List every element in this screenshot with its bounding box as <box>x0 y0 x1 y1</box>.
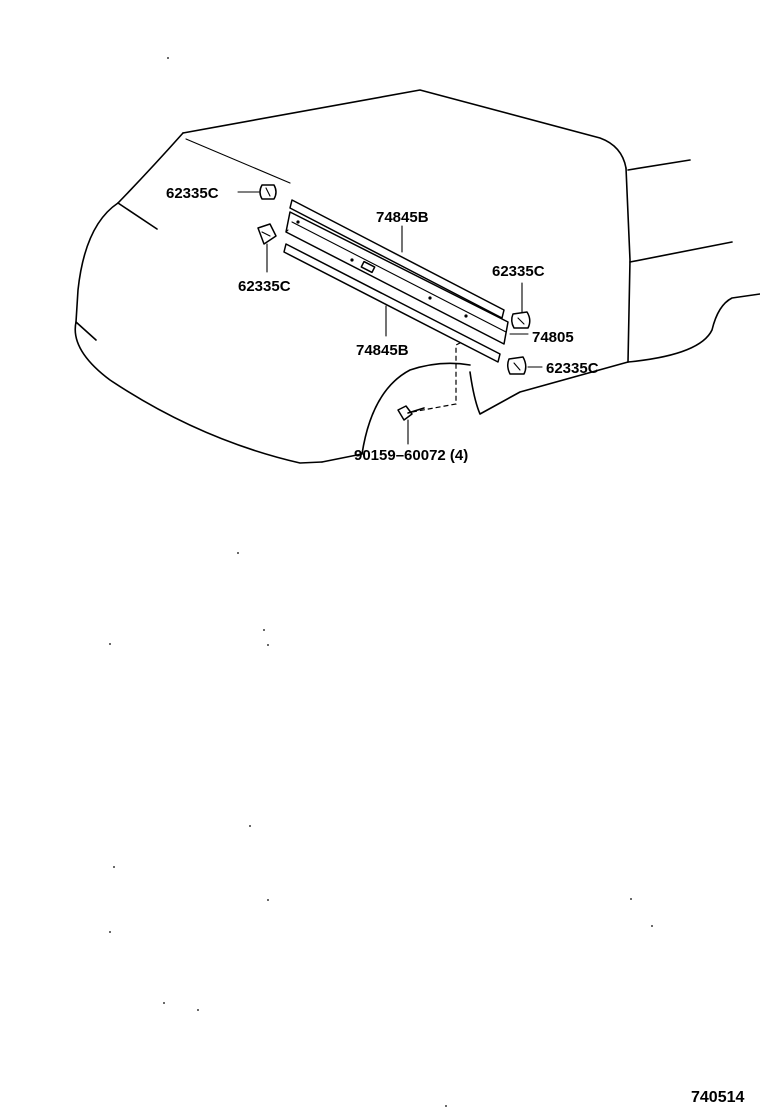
moulding-lower-part <box>283 243 501 363</box>
clip-right-top-part <box>510 311 531 329</box>
clip-top-left-part <box>259 184 277 200</box>
screw-leader-dashed <box>411 337 471 413</box>
label-moulding-lower: 74845B <box>356 342 409 359</box>
vehicle-body-outline <box>74 89 760 464</box>
label-moulding-upper: 74845B <box>376 209 429 226</box>
screw-part <box>397 405 425 421</box>
label-clip-right-bottom: 62335C <box>546 360 599 377</box>
label-screw: 90159–60072 (4) <box>354 447 468 464</box>
moulding-assembly-part <box>285 211 509 345</box>
scan-specks <box>109 57 653 1107</box>
clip-right-bottom-part <box>506 356 527 375</box>
label-clip-top-left: 62335C <box>166 185 219 202</box>
moulding-upper-part <box>289 199 505 319</box>
leader-lines <box>237 191 543 445</box>
label-clip-left: 62335C <box>238 278 291 295</box>
clip-left-part <box>257 223 277 245</box>
label-clip-right-top: 62335C <box>492 263 545 280</box>
label-moulding-assy: 74805 <box>532 329 574 346</box>
sheet-number: 740514 <box>691 1089 744 1106</box>
